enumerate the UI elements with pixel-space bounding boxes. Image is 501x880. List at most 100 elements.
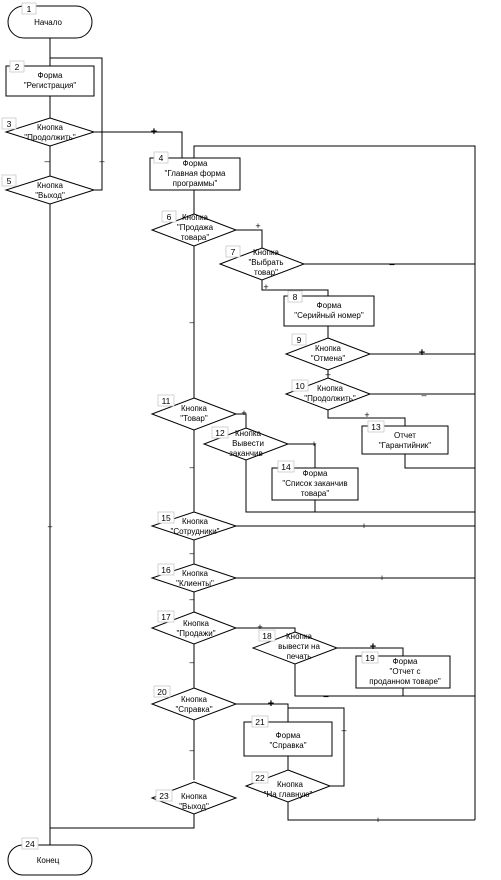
node-9-number: 9 <box>297 335 302 345</box>
marker-6-minus: – <box>189 317 194 327</box>
marker-6-plus: + <box>255 221 260 231</box>
node-21-number: 21 <box>255 717 265 727</box>
node-17-line-2: "Продажи" <box>176 629 215 638</box>
edge-12-bus <box>245 460 475 513</box>
marker-10-minus: – <box>421 390 426 400</box>
marker-17-minus: – <box>189 657 194 667</box>
node-8-line-1: Форма <box>317 301 342 310</box>
node-20-line-1: Кнопка <box>181 695 208 704</box>
marker-9-minus: – <box>325 369 330 379</box>
marker-9-plus: + <box>419 347 425 359</box>
node-10-line-2: "Продолжить" <box>304 394 356 403</box>
node-6-line-1: Кнопка <box>182 213 209 222</box>
node-20-line-2: "Справка" <box>175 705 212 714</box>
node-7-line-1: Кнопка <box>253 248 280 257</box>
node-18-decision-print: 18 Кнопка вывести на печать <box>251 629 339 665</box>
node-5-decision-exit: 5 Кнопка "Выход" <box>1 174 96 205</box>
node-1-start: 1 Начало <box>7 2 93 39</box>
marker-15-plus: + <box>361 521 366 531</box>
node-16-line-1: Кнопка <box>182 569 209 578</box>
node-14-line-1: Форма <box>303 469 328 478</box>
node-18-line-2: вывести на <box>278 642 320 651</box>
marker-16-plus: + <box>379 573 384 583</box>
node-21-form-help: 21 Форма "Справка" <box>243 715 333 757</box>
node-18-line-1: Кнопка <box>286 632 313 641</box>
node-22-line-2: "На главную" <box>264 790 313 799</box>
marker-20-minus: – <box>189 745 194 755</box>
node-14-number: 14 <box>281 462 291 472</box>
edge-7-8 <box>261 280 329 296</box>
marker-12-plus: + <box>311 439 316 449</box>
node-22-decision-to-main: 22 Кнопка "На главную" <box>244 769 332 803</box>
node-7-decision-choose: 7 Кнопка "Выбрать товар" <box>218 245 306 281</box>
node-17-decision-sales: 17 Кнопка "Продажи" <box>150 610 238 645</box>
node-1-number: 1 <box>27 4 32 14</box>
node-24-label: Конец <box>37 856 60 865</box>
node-3-decision-continue: 3 Кнопка "Продолжить" <box>1 117 96 147</box>
node-4-form-main: 4 Форма "Главная форма программы" <box>149 151 241 191</box>
node-2-line-1: Форма <box>38 71 63 80</box>
node-1-label: Начало <box>34 18 62 27</box>
marker-22-plus: + <box>375 815 380 825</box>
edge-10-13 <box>327 410 406 426</box>
node-4-line-2: "Главная форма <box>165 169 226 178</box>
node-21-line-2: "Справка" <box>269 741 306 750</box>
node-11-number: 11 <box>162 396 171 406</box>
node-19-form-report-sold: 19 Форма "Отчет с проданном товаре" <box>355 651 451 689</box>
node-22-line-1: Кнопка <box>277 780 304 789</box>
node-13-number: 13 <box>371 422 381 432</box>
marker-17-plus: + <box>257 622 262 632</box>
node-13-line-1: Отчет <box>394 431 416 440</box>
node-10-decision-continue: 10 Кнопка "Продолжить" <box>284 377 372 411</box>
node-8-form-serial: 8 Форма "Серийный номер" <box>283 290 375 327</box>
marker-16-minus: – <box>189 594 194 604</box>
node-11-line-2: "Товар" <box>180 414 208 423</box>
edge-11-12 <box>236 413 247 428</box>
node-14-line-2: "Список заканчив <box>282 479 347 488</box>
marker-5-minus: – <box>99 156 104 166</box>
node-23-number: 23 <box>159 791 169 801</box>
node-18-number: 18 <box>262 631 272 641</box>
nodes: 1 Начало 2 Форма "Регистрация" 3 Кнопка … <box>1 2 451 876</box>
node-14-form-list-ending: 14 Форма "Список заканчив товара" <box>271 460 359 501</box>
marker-20-plus: + <box>268 698 274 710</box>
node-4-line-1: Форма <box>183 159 208 168</box>
node-22-number: 22 <box>255 773 265 783</box>
marker-12-minus: – <box>253 506 258 516</box>
marker-18-minus: – <box>323 691 328 701</box>
marker-3-plus: + <box>151 126 157 138</box>
node-18-line-3: печать <box>287 652 312 661</box>
node-7-number: 7 <box>231 247 236 257</box>
node-16-decision-clients: 16 Кнопка "Клиенты" <box>150 563 238 593</box>
node-6-line-3: товара" <box>181 233 210 242</box>
edge-22-loop-21 <box>288 707 345 787</box>
edge-6-7 <box>236 229 263 248</box>
edge-18-19 <box>337 647 404 656</box>
node-19-line-3: проданном товаре" <box>369 677 441 686</box>
edge-5-loop-2 <box>50 57 103 191</box>
node-3-line-2: "Продолжить" <box>24 133 76 142</box>
node-13-report-warranty: 13 Отчет "Гарантийник" <box>361 420 449 455</box>
node-12-line-1: Кнопка <box>235 429 262 438</box>
node-17-line-1: Кнопка <box>183 619 210 628</box>
node-2-form-registration: 2 Форма "Регистрация" <box>5 60 95 97</box>
node-8-line-2: "Серийный номер" <box>294 311 364 320</box>
node-15-number: 15 <box>161 513 171 523</box>
node-16-line-2: "Клиенты" <box>176 579 214 588</box>
node-19-number: 19 <box>365 653 375 663</box>
marker-7-plus: + <box>263 282 268 292</box>
node-9-decision-cancel: 9 Кнопка "Отмена" <box>284 333 372 371</box>
node-23-decision-exit: 23 Кнопка "Выход" <box>150 781 238 815</box>
node-2-number: 2 <box>15 62 20 72</box>
marker-11-plus: + <box>241 408 246 418</box>
node-3-line-1: Кнопка <box>37 123 64 132</box>
node-19-line-2: "Отчет с <box>390 667 421 676</box>
marker-15-minus: – <box>189 548 194 558</box>
node-4-number: 4 <box>159 153 164 163</box>
node-5-line-2: "Выход" <box>35 191 65 200</box>
edge-18-19-bus <box>294 664 475 697</box>
marker-3-minus: – <box>44 156 49 166</box>
node-6-decision-sale: 6 Кнопка "Продажа товара" <box>150 210 238 247</box>
edge-13-bus <box>404 454 475 469</box>
node-8-number: 8 <box>293 292 298 302</box>
